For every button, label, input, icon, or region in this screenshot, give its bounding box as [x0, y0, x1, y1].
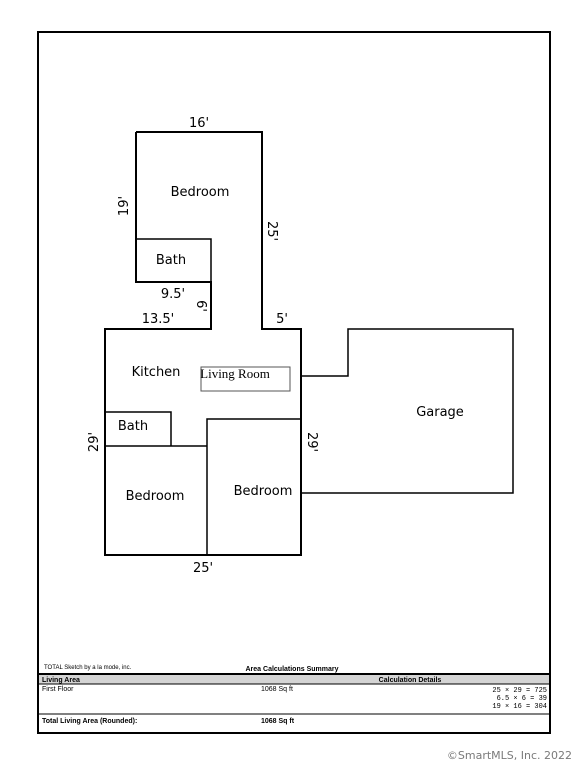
bedroom-right-wall: [206, 418, 301, 555]
dim-upper-left-height: 19': [117, 196, 132, 216]
room-label-living-room: Living Room: [200, 366, 270, 381]
footer-total-label: Total Living Area (Rounded):: [42, 718, 137, 725]
living-room-label-box: [200, 366, 291, 392]
footer-floor-label: First Floor: [42, 686, 74, 693]
footer-calc-line-1: 25 × 29 = 725: [492, 687, 547, 695]
footer-total-value: 1068 Sq ft: [261, 718, 295, 725]
footer-col-living-area: Living Area: [42, 677, 80, 684]
footer-calc-line-2: 6.5 × 6 = 39: [497, 695, 547, 703]
dim-bath-width: 9.5': [161, 287, 185, 302]
sketch-frame: [37, 31, 551, 734]
dim-left-height: 29': [87, 432, 102, 452]
footer-calc-line-3: 19 × 16 = 304: [492, 703, 547, 711]
room-label-bath-lower: Bath: [118, 419, 148, 434]
dim-step-right: 5': [276, 312, 288, 327]
footer-title: Area Calculations Summary: [246, 666, 339, 673]
room-label-bedroom-lower-right: Bedroom: [234, 484, 293, 499]
room-label-bedroom-upper: Bedroom: [171, 185, 230, 200]
dim-notch-width: 13.5': [142, 312, 175, 327]
dim-notch-height: 6': [193, 300, 208, 312]
room-label-bath-upper: Bath: [156, 253, 186, 268]
footer-col-calc-details: Calculation Details: [379, 677, 442, 684]
dim-upper-right-height: 25': [264, 221, 279, 241]
room-label-garage: Garage: [416, 405, 464, 420]
copyright-notice: ©SmartMLS, Inc. 2022: [446, 749, 572, 762]
lower-bath-wall: [105, 411, 172, 446]
room-label-bedroom-lower-left: Bedroom: [126, 489, 185, 504]
footer-floor-area: 1068 Sq ft: [261, 686, 293, 693]
footer-credit: TOTAL Sketch by a la mode, inc.: [44, 665, 132, 671]
upper-bath-wall: [135, 238, 212, 283]
footer-header-band: [39, 675, 549, 684]
garage-outline: [301, 328, 514, 494]
dim-bottom-width: 25': [193, 561, 213, 576]
dim-top-width: 16': [189, 116, 209, 131]
room-label-kitchen: Kitchen: [132, 365, 181, 380]
dim-right-height: 29': [304, 432, 319, 452]
